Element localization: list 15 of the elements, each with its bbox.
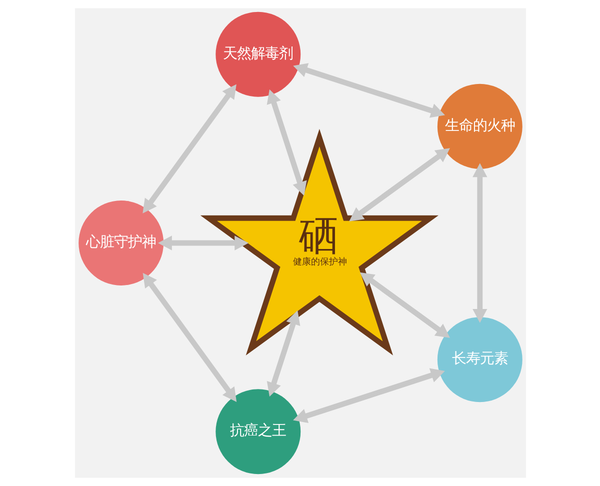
arrow [292,63,445,118]
arrow [472,163,487,323]
node-circle: 抗癌之王 [215,389,300,474]
arrow [266,310,300,397]
arrow [142,84,236,214]
arrow [157,236,248,250]
arrow [292,368,444,423]
node-circle: 生命的火种 [436,84,522,169]
node-circle: 长寿元素 [436,317,522,402]
arrow [359,272,450,338]
arrow [266,89,306,196]
node-circle: 心脏守护神 [78,200,164,286]
node-circle: 天然解毒剂 [215,12,300,97]
arrow [142,272,236,402]
arrow [348,148,450,222]
